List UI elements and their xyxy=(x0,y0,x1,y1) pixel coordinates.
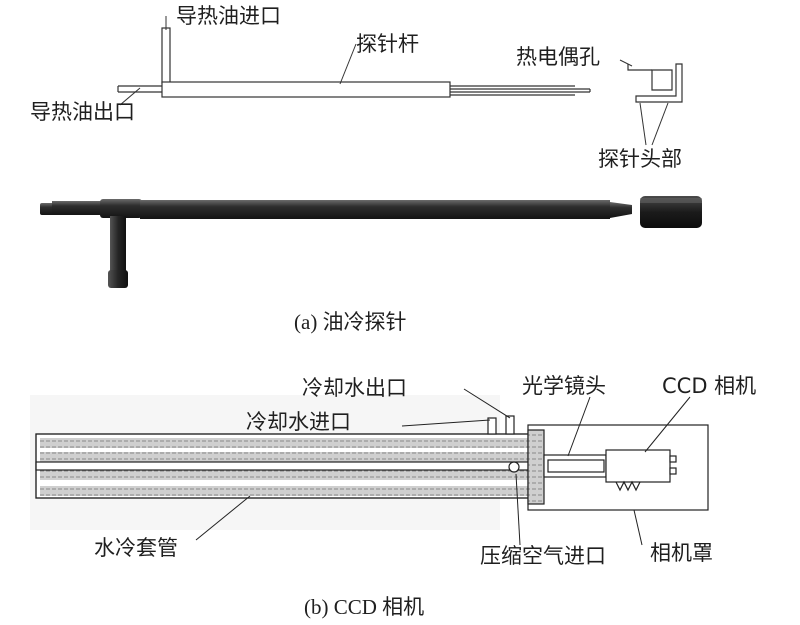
oil-probe-rod-photo xyxy=(140,200,610,219)
cooling-water-tubes xyxy=(487,415,515,435)
label-ccd-camera: CCD 相机 xyxy=(662,374,757,398)
oil-probe-photo xyxy=(40,196,702,288)
label-optical-lens: 光学镜头 xyxy=(522,374,606,398)
camera-housing xyxy=(527,424,709,511)
label-thermocouple-hole: 热电偶孔 xyxy=(516,45,600,69)
leader-lines-a xyxy=(119,16,669,146)
oil-inlet-tube xyxy=(161,27,171,84)
air-inlet-port xyxy=(508,461,520,473)
leader-lines-b xyxy=(195,388,691,546)
label-water-inlet: 冷却水进口 xyxy=(246,410,351,434)
label-water-jacket: 水冷套管 xyxy=(94,536,178,560)
label-oil-outlet: 导热油出口 xyxy=(30,100,135,124)
label-water-outlet: 冷却水出口 xyxy=(302,376,407,400)
label-camera-cover: 相机罩 xyxy=(650,541,713,565)
label-probe-rod: 探针杆 xyxy=(356,32,419,56)
label-air-inlet: 压缩空气进口 xyxy=(480,544,606,568)
caption-panel-b: (b) CCD 相机 xyxy=(304,595,425,619)
label-oil-inlet: 导热油进口 xyxy=(176,4,281,28)
ccd-camera-shape xyxy=(605,449,671,483)
label-probe-head: 探针头部 xyxy=(598,147,682,171)
caption-panel-a: (a) 油冷探针 xyxy=(294,310,407,334)
oil-probe-leg-photo xyxy=(110,216,126,286)
oil-probe-cap-photo xyxy=(640,196,702,228)
water-cooled-jacket xyxy=(35,433,537,499)
probe-rod-shape xyxy=(161,81,451,98)
probe-head-drawing xyxy=(627,63,683,103)
oil-probe-line-drawing xyxy=(117,27,591,98)
